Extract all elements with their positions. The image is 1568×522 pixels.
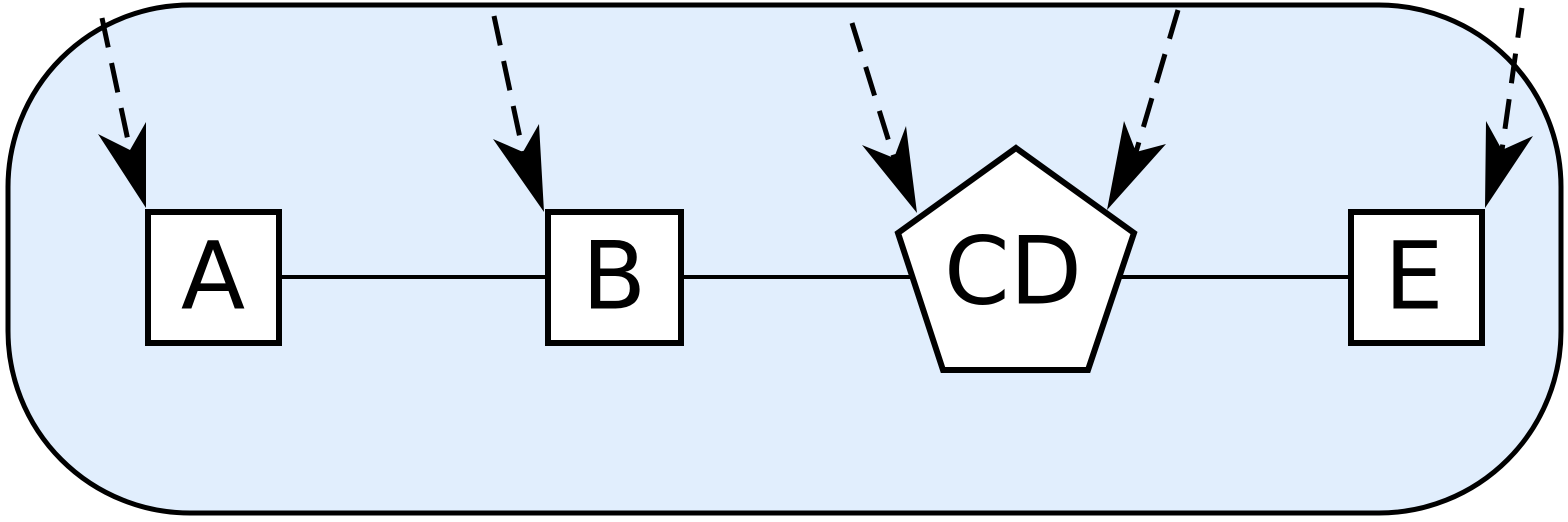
node-e-box <box>1348 209 1485 346</box>
group-container <box>5 2 1564 516</box>
node-b-label: B <box>582 223 647 332</box>
node-e-label: E <box>1384 223 1443 332</box>
incoming-arrow-cd-right <box>1107 9 1181 210</box>
node-e: E <box>1348 209 1485 346</box>
node-b-box <box>545 209 684 346</box>
node-cd: CD <box>894 144 1138 373</box>
incoming-arrow-a <box>98 17 146 208</box>
node-a-label: A <box>181 223 245 332</box>
incoming-arrow-e <box>1485 7 1533 208</box>
node-cd-label: CD <box>944 218 1082 327</box>
node-a-box <box>145 209 282 346</box>
node-cd-pentagon <box>894 144 1138 373</box>
node-b: B <box>545 209 684 346</box>
incoming-arrow-b <box>491 15 544 212</box>
node-a: A <box>145 209 282 346</box>
incoming-arrow-cd-left <box>849 22 917 213</box>
